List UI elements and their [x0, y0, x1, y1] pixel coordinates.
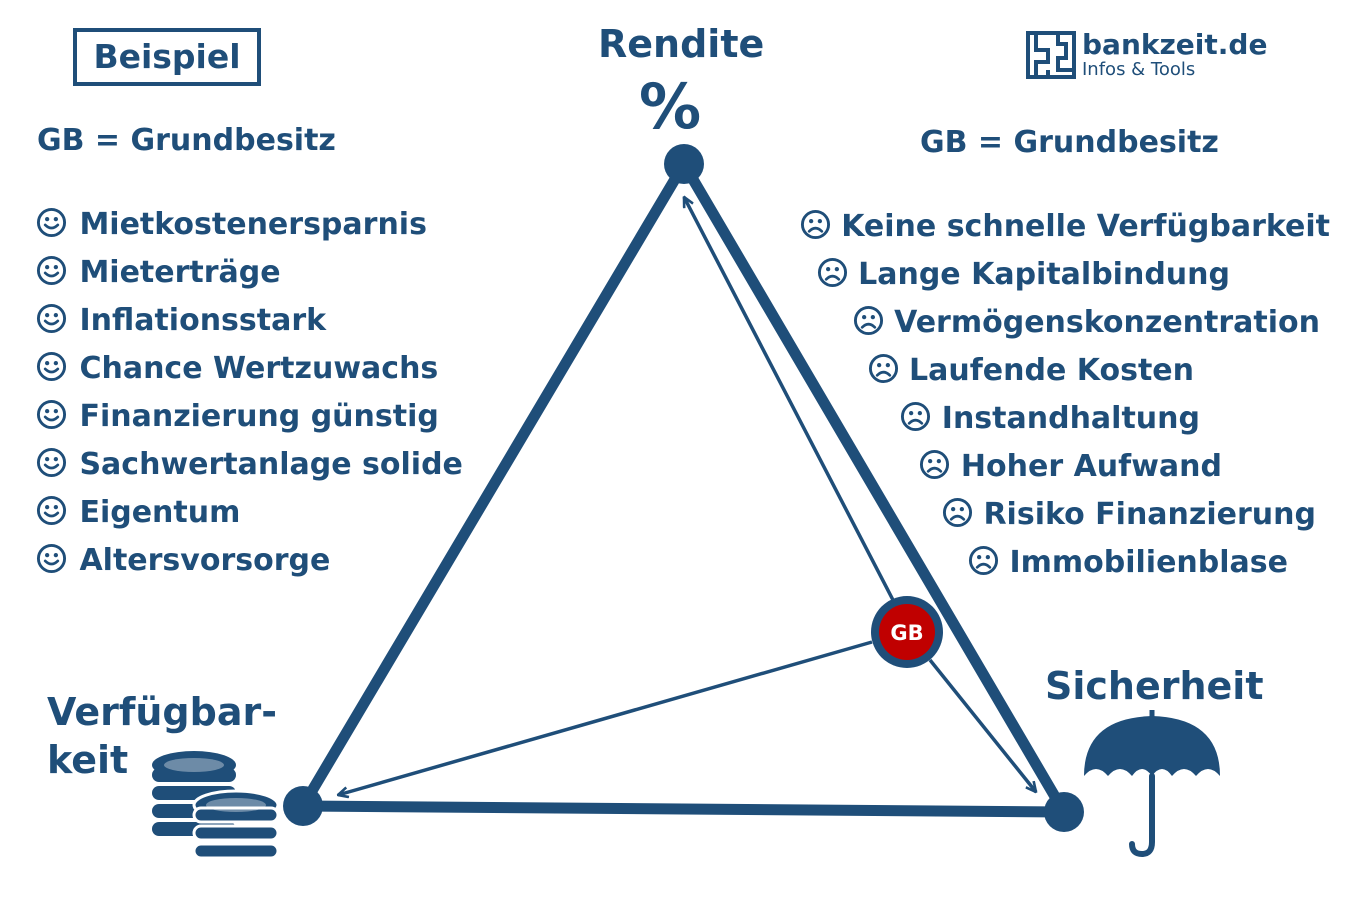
frowny-icon [966, 539, 999, 587]
con-text: Instandhaltung [941, 401, 1200, 436]
list-item: Eigentum [36, 489, 463, 537]
gb-marker-label: GB [890, 621, 923, 645]
frowny-icon [898, 395, 931, 443]
smiley-icon [36, 489, 69, 537]
smiley-icon [36, 201, 69, 249]
con-text: Laufende Kosten [909, 353, 1194, 388]
umbrella-icon [1084, 710, 1220, 858]
corner-dot-left [283, 786, 323, 826]
triangle-frame [297, 158, 1070, 818]
coins-icon [152, 751, 280, 860]
con-text: Hoher Aufwand [960, 449, 1222, 484]
pro-text: Mieterträge [79, 255, 281, 290]
smiley-icon [36, 537, 69, 585]
gb-marker: GB [871, 596, 943, 668]
arrow-to-rendite [682, 197, 895, 601]
list-item: Mietkostenersparnis [36, 201, 463, 249]
corner-dots [283, 144, 1084, 832]
smiley-icon [36, 297, 69, 345]
list-item: Instandhaltung [798, 395, 1200, 443]
list-item: Risiko Finanzierung [798, 491, 1316, 539]
list-item: Sachwertanlage solide [36, 441, 463, 489]
frowny-icon [815, 251, 848, 299]
frowny-icon [917, 443, 950, 491]
con-text: Risiko Finanzierung [983, 497, 1316, 532]
list-item: Laufende Kosten [798, 347, 1194, 395]
corner-dot-top [664, 144, 704, 184]
logo: bankzeit.de Infos & Tools [1082, 30, 1267, 80]
pro-text: Altersvorsorge [79, 543, 331, 578]
list-item: Chance Wertzuwachs [36, 345, 463, 393]
smiley-icon [36, 345, 69, 393]
con-text: Vermögenskonzentration [894, 305, 1320, 340]
list-item: Hoher Aufwand [798, 443, 1222, 491]
percent-symbol: % [639, 70, 702, 143]
pro-text: Mietkostenersparnis [79, 207, 427, 242]
list-item: Mieterträge [36, 249, 463, 297]
pro-text: Eigentum [79, 495, 241, 530]
legend-right: GB = Grundbesitz [920, 125, 1219, 160]
con-text: Immobilienblase [1009, 545, 1288, 580]
frowny-icon [851, 299, 884, 347]
corner-label-verfuegbarkeit-line1: Verfügbar- [47, 690, 277, 734]
pro-text: Inflationsstark [79, 303, 327, 338]
smiley-icon [36, 393, 69, 441]
list-item: Immobilienblase [798, 539, 1288, 587]
corner-label-sicherheit: Sicherheit [1045, 664, 1264, 708]
frowny-icon [866, 347, 899, 395]
con-text: Keine schnelle Verfügbarkeit [841, 209, 1330, 244]
logo-name: bankzeit.de [1082, 28, 1268, 61]
smiley-icon [36, 441, 69, 489]
con-text: Lange Kapitalbindung [858, 257, 1230, 292]
arrow-to-sicherheit [928, 658, 1036, 792]
list-item: Inflationsstark [36, 297, 463, 345]
corner-label-verfuegbarkeit-line2: keit [47, 738, 129, 782]
frowny-icon [940, 491, 973, 539]
corner-dot-right [1044, 792, 1084, 832]
logo-tagline: Infos & Tools [1082, 59, 1196, 80]
pro-text: Sachwertanlage solide [79, 447, 463, 482]
frowny-icon [798, 203, 831, 251]
smiley-icon [36, 249, 69, 297]
pros-list: Mietkostenersparnis Mieterträge Inflatio… [36, 201, 463, 585]
arrow-to-verfuegbarkeit [338, 640, 873, 795]
list-item: Altersvorsorge [36, 537, 463, 585]
beispiel-badge: Beispiel [73, 28, 261, 86]
legend-left: GB = Grundbesitz [37, 123, 336, 158]
logo-mark [1026, 31, 1076, 79]
list-item: Keine schnelle Verfügbarkeit [798, 203, 1330, 251]
list-item: Vermögenskonzentration [798, 299, 1320, 347]
pro-text: Finanzierung günstig [79, 399, 439, 434]
list-item: Finanzierung günstig [36, 393, 463, 441]
pro-text: Chance Wertzuwachs [79, 351, 439, 386]
corner-label-rendite: Rendite [598, 22, 765, 66]
cons-list: Keine schnelle Verfügbarkeit Lange Kapit… [798, 203, 1330, 587]
list-item: Lange Kapitalbindung [798, 251, 1230, 299]
position-arrows [338, 197, 1036, 795]
